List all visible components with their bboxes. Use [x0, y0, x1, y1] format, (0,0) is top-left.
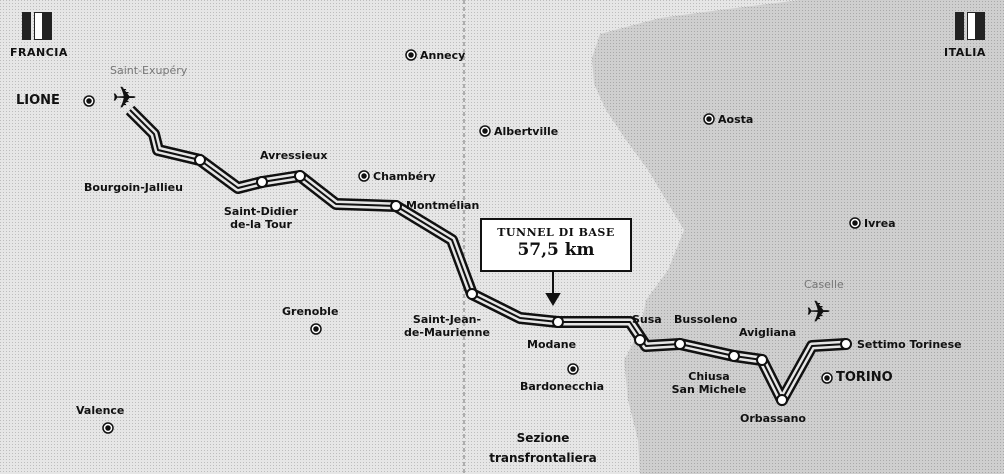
city-marker-icon	[310, 323, 322, 335]
station-label-bussoleno: Bussoleno	[674, 313, 738, 326]
city-label-grenoble: Grenoble	[282, 305, 339, 318]
station-label-line: Saint-Jean-	[412, 313, 482, 326]
city-label-ivrea: Ivrea	[864, 217, 896, 230]
station-marker-icon	[552, 316, 564, 328]
city-label-torino: TORINO	[836, 370, 893, 385]
station-label-line: San Michele	[671, 383, 747, 396]
station-label-chiusa-san-michele: Chiusa San Michele	[662, 370, 756, 396]
station-marker-icon	[194, 154, 206, 166]
city-label-chambery: Chambéry	[373, 170, 436, 183]
country-label-france: FRANCIA	[10, 46, 68, 59]
station-label-orbassano: Orbassano	[740, 412, 806, 425]
tunnel-title: TUNNEL DI BASE	[497, 226, 615, 239]
italy-region	[592, 0, 1004, 474]
station-label-line: Chiusa	[688, 370, 730, 383]
plane-icon: ✈	[112, 81, 138, 116]
station-marker-icon	[756, 354, 768, 366]
station-label-line: de-Maurienne	[404, 326, 490, 339]
city-label-bardonecchia: Bardonecchia	[520, 380, 605, 393]
station-marker-icon	[840, 338, 852, 350]
city-label-settimo-torinese: Settimo Torinese	[857, 338, 962, 351]
city-marker-icon	[567, 363, 579, 375]
tunnel-callout: TUNNEL DI BASE 57,5 km	[480, 218, 632, 272]
city-marker-icon	[358, 170, 370, 182]
flag-icon	[22, 12, 52, 40]
arrow-down-icon	[545, 268, 561, 306]
station-label-line: Saint-Didier	[223, 205, 299, 218]
flag-icon	[955, 12, 985, 40]
station-label-saint-jean-de-maurienne: Saint-Jean- de-Maurienne	[392, 313, 502, 339]
city-label-valence: Valence	[76, 404, 125, 417]
country-label-italy: ITALIA	[944, 46, 986, 59]
station-marker-icon	[466, 288, 478, 300]
city-marker-icon	[703, 113, 715, 125]
station-marker-icon	[294, 170, 306, 182]
city-marker-icon	[479, 125, 491, 137]
section-label-line: transfrontaliera	[489, 451, 597, 465]
station-label-modane: Modane	[527, 338, 577, 351]
city-label-aosta: Aosta	[718, 113, 754, 126]
city-marker-icon	[849, 217, 861, 229]
city-marker-icon	[102, 422, 114, 434]
city-marker-icon	[83, 95, 95, 107]
city-label-montmelian: Montmélian	[406, 199, 480, 212]
city-label-albertville: Albertville	[494, 125, 559, 138]
station-marker-icon	[674, 338, 686, 350]
city-label-lione: LIONE	[16, 93, 60, 108]
station-label-avigliana: Avigliana	[739, 326, 797, 339]
city-marker-icon	[405, 49, 417, 61]
station-label-saint-didier: Saint-Didier de-la Tour	[216, 205, 306, 231]
station-label-line: de-la Tour	[230, 218, 292, 231]
station-marker-icon	[634, 334, 646, 346]
airport-label-caselle: Caselle	[804, 278, 844, 291]
cross-border-section-label: Sezione transfrontaliera	[478, 428, 608, 468]
section-label-line: Sezione	[516, 431, 570, 445]
station-label-bourgoin-jallieu: Bourgoin-Jallieu	[84, 181, 183, 194]
tunnel-length: 57,5 km	[517, 240, 595, 260]
city-label-annecy: Annecy	[420, 49, 466, 62]
station-label-avressieux: Avressieux	[260, 149, 328, 162]
station-markers	[194, 154, 852, 406]
station-marker-icon	[776, 394, 788, 406]
station-label-susa: Susa	[632, 313, 662, 326]
plane-icon: ✈	[806, 295, 832, 330]
city-markers	[83, 49, 861, 434]
airport-label-saint-exupery: Saint-Exupéry	[110, 64, 188, 77]
station-marker-icon	[256, 176, 268, 188]
station-marker-icon	[728, 350, 740, 362]
city-marker-icon	[821, 372, 833, 384]
station-marker-icon	[390, 200, 402, 212]
